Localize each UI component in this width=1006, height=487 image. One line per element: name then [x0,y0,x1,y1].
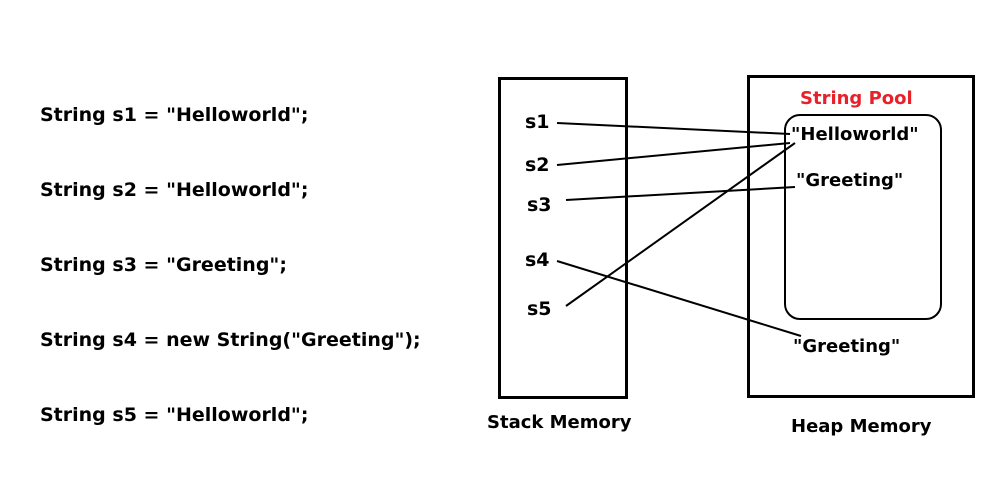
stack-var-s5: s5 [527,298,552,320]
ref-line-s1 [556,122,791,135]
heap-memory-box [747,75,975,398]
pool-string-helloworld: "Helloworld" [791,124,919,145]
stack-var-s4: s4 [525,249,550,271]
code-block: String s1 = "Helloworld"; String s2 = "H… [40,53,421,453]
ref-line-s3 [565,186,796,201]
stack-var-s2: s2 [525,154,550,176]
code-line-s4: String s4 = new String("Greeting"); [40,329,421,351]
stack-var-s1: s1 [525,111,550,133]
code-line-s5: String s5 = "Helloworld"; [40,404,309,426]
code-line-s3: String s3 = "Greeting"; [40,254,287,276]
stack-var-s3: s3 [527,194,552,216]
ref-line-s5 [565,142,796,307]
ref-line-s4 [556,260,802,337]
pool-string-greeting: "Greeting" [796,170,904,191]
stack-memory-box [498,77,628,399]
code-line-s2: String s2 = "Helloworld"; [40,179,309,201]
string-pool-title: String Pool [800,88,913,109]
code-line-s1: String s1 = "Helloworld"; [40,104,309,126]
string-pool-box [784,114,942,320]
ref-line-s2 [556,142,791,166]
heap-memory-caption: Heap Memory [791,416,932,437]
stack-memory-caption: Stack Memory [487,412,632,433]
heap-string-greeting: "Greeting" [793,336,901,357]
